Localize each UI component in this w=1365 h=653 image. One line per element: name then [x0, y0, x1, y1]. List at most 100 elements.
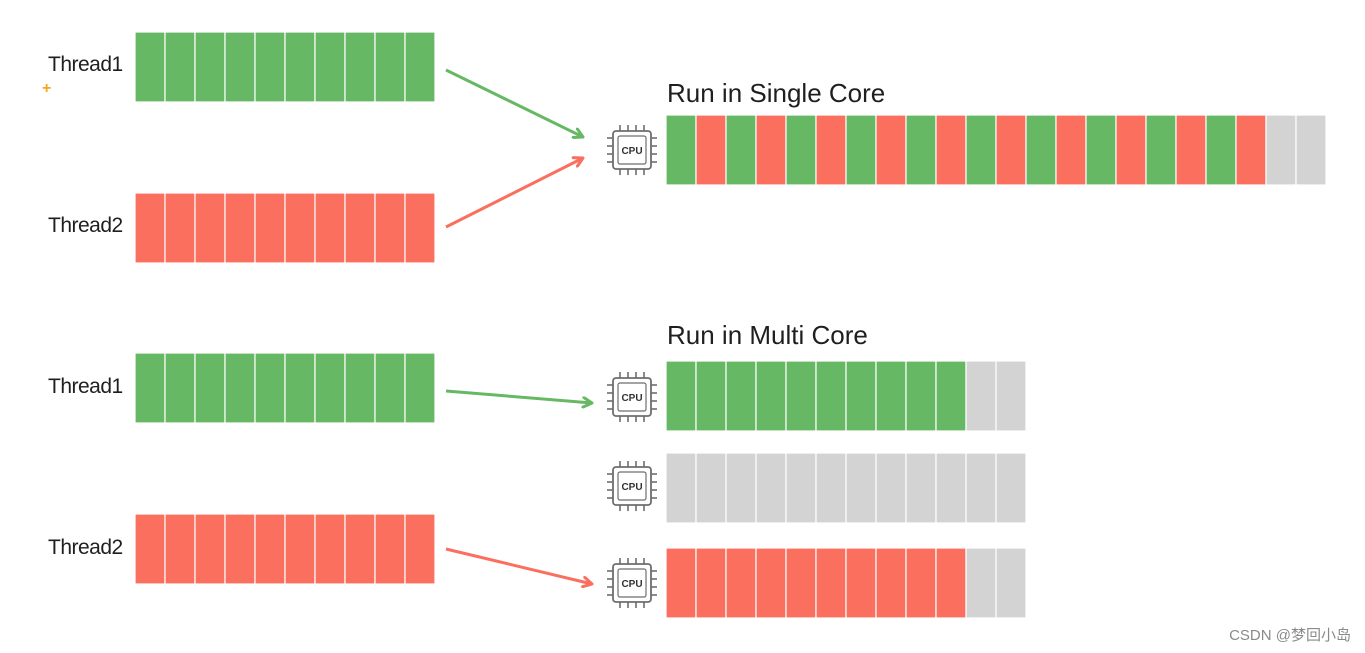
single-thread1-block	[224, 31, 256, 103]
single-core-block	[1115, 114, 1147, 186]
multi-core1-block	[875, 360, 907, 432]
multi-core2-block	[875, 452, 907, 524]
single-thread2-block	[284, 192, 316, 264]
multi-thread2-block	[404, 513, 436, 585]
single-core-block	[785, 114, 817, 186]
single-thread1-block	[164, 31, 196, 103]
single-thread1-block	[404, 31, 436, 103]
single-thread2-block	[134, 192, 166, 264]
multi-core1-block	[695, 360, 727, 432]
single-cpu-icon: CPU	[607, 125, 657, 175]
multi-thread2-arrow	[445, 547, 592, 584]
multi-thread2-label: Thread2	[48, 536, 123, 559]
multi-thread2-block	[284, 513, 316, 585]
single-thread2-arrow	[445, 158, 583, 229]
multi-core3-block	[725, 547, 757, 619]
single-thread2-block	[374, 192, 406, 264]
single-core-block	[935, 114, 967, 186]
multi-thread1-arrow	[445, 389, 592, 403]
single-core-block	[1085, 114, 1117, 186]
single-core-block	[1205, 114, 1237, 186]
multi-core3-block	[695, 547, 727, 619]
single-core-block	[965, 114, 997, 186]
multi-core1-block	[845, 360, 877, 432]
arrows	[445, 68, 592, 584]
multi-thread1-block	[134, 352, 166, 424]
multi-core1-block	[815, 360, 847, 432]
thread-bars	[134, 31, 436, 585]
single-thread2-block	[314, 192, 346, 264]
single-thread1-block	[314, 31, 346, 103]
single-thread1-label: Thread1	[48, 53, 123, 76]
multi-thread1-block	[374, 352, 406, 424]
multi-core3-block	[845, 547, 877, 619]
multi-core3-block	[665, 547, 697, 619]
single-thread1-block	[344, 31, 376, 103]
cpu-icons: CPU CPU CPU CPU	[607, 125, 657, 608]
single-core-title: Run in Single Core	[667, 78, 886, 108]
multi-core2-block	[755, 452, 787, 524]
multi-core-title: Run in Multi Core	[667, 320, 868, 350]
core-bars	[665, 114, 1327, 619]
single-core-block	[815, 114, 847, 186]
multi-cpu1-icon: CPU	[607, 372, 657, 422]
single-core-block	[995, 114, 1027, 186]
multi-core2-block	[995, 452, 1027, 524]
single-thread2-block	[194, 192, 226, 264]
multi-thread2-block	[224, 513, 256, 585]
svg-text:CPU: CPU	[621, 146, 642, 157]
single-core-block	[1235, 114, 1267, 186]
multi-core3-block	[905, 547, 937, 619]
single-core-block	[695, 114, 727, 186]
multi-core2-block	[905, 452, 937, 524]
single-core-block	[1055, 114, 1087, 186]
orange-plus-mark: +	[42, 80, 52, 97]
multi-core3-block	[995, 547, 1027, 619]
multi-thread1-block	[284, 352, 316, 424]
single-core-block	[1145, 114, 1177, 186]
single-core-block	[725, 114, 757, 186]
multi-core1-block	[665, 360, 697, 432]
multi-thread2-block	[254, 513, 286, 585]
multi-cpu2-icon: CPU	[607, 461, 657, 511]
multi-thread1-block	[224, 352, 256, 424]
single-thread2-block	[344, 192, 376, 264]
multi-thread1-block	[314, 352, 346, 424]
single-core-block	[875, 114, 907, 186]
multi-thread1-block	[254, 352, 286, 424]
single-core-block	[1175, 114, 1207, 186]
multi-core2-block	[815, 452, 847, 524]
svg-text:CPU: CPU	[621, 579, 642, 590]
multi-thread2-block	[194, 513, 226, 585]
svg-text:CPU: CPU	[621, 393, 642, 404]
multi-core3-block	[965, 547, 997, 619]
svg-text:CPU: CPU	[621, 482, 642, 493]
multi-core3-block	[875, 547, 907, 619]
multi-core2-block	[965, 452, 997, 524]
multi-core1-block	[755, 360, 787, 432]
single-core-block	[1295, 114, 1327, 186]
multi-cpu3-icon: CPU	[607, 558, 657, 608]
multi-thread1-block	[194, 352, 226, 424]
multi-thread2-block	[344, 513, 376, 585]
single-core-block	[845, 114, 877, 186]
multi-thread1-block	[404, 352, 436, 424]
single-core-block	[905, 114, 937, 186]
single-thread1-block	[284, 31, 316, 103]
multi-thread1-label: Thread1	[48, 375, 123, 398]
multi-core2-block	[725, 452, 757, 524]
single-thread1-arrow	[445, 68, 583, 137]
watermark: CSDN @梦回小岛	[1229, 627, 1351, 644]
multi-thread2-block	[164, 513, 196, 585]
multi-core2-block	[935, 452, 967, 524]
multi-core2-block	[845, 452, 877, 524]
single-thread1-block	[134, 31, 166, 103]
single-thread1-block	[374, 31, 406, 103]
multi-thread1-block	[344, 352, 376, 424]
single-core-block	[665, 114, 697, 186]
multi-core3-block	[755, 547, 787, 619]
multi-thread2-block	[134, 513, 166, 585]
single-core-block	[1265, 114, 1297, 186]
multi-core1-block	[995, 360, 1027, 432]
